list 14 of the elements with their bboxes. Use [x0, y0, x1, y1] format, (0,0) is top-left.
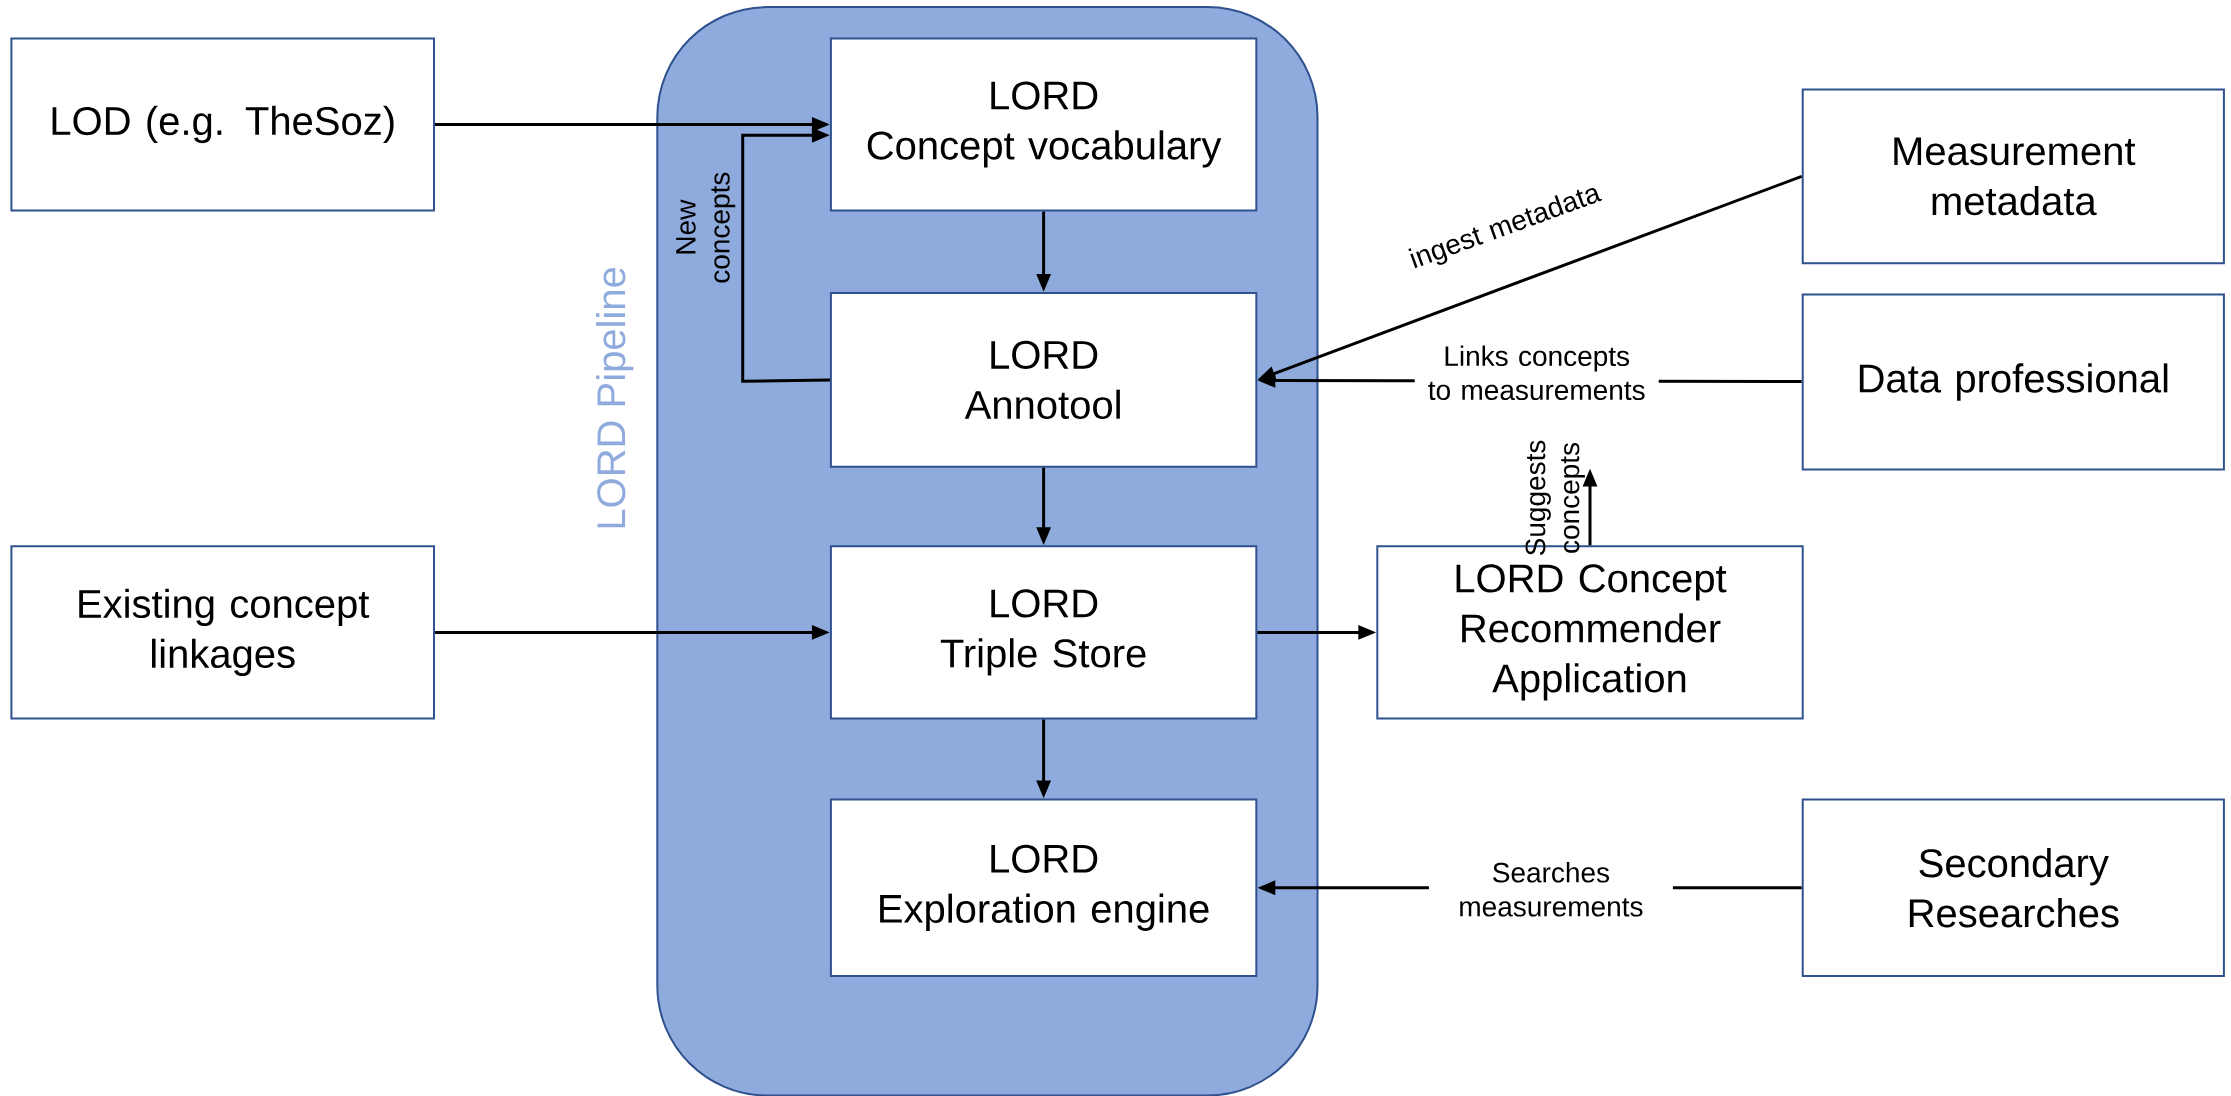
band-heading: LORD Pipeline — [596, 268, 634, 528]
process-box: Existing concept linkages — [10, 545, 435, 720]
process-box: Data professional — [1801, 293, 2225, 471]
edge-label: New concepts — [676, 172, 736, 283]
process-box: LORD Triple Store — [829, 545, 1258, 720]
edge-label: Links concepts to measurements — [1414, 343, 1659, 403]
process-box: LORD Annotool — [829, 292, 1258, 468]
process-box: LORD Exploration engine — [829, 798, 1258, 977]
process-box: LORD Concept vocabulary — [829, 37, 1258, 212]
process-box: Secondary Researches — [1801, 798, 2225, 977]
edge-label: Searches measurements — [1428, 860, 1673, 919]
process-box: LOD (e.g. TheSoz) — [10, 37, 435, 212]
process-box: Measurement metadata — [1801, 88, 2225, 265]
arrow — [741, 127, 830, 383]
